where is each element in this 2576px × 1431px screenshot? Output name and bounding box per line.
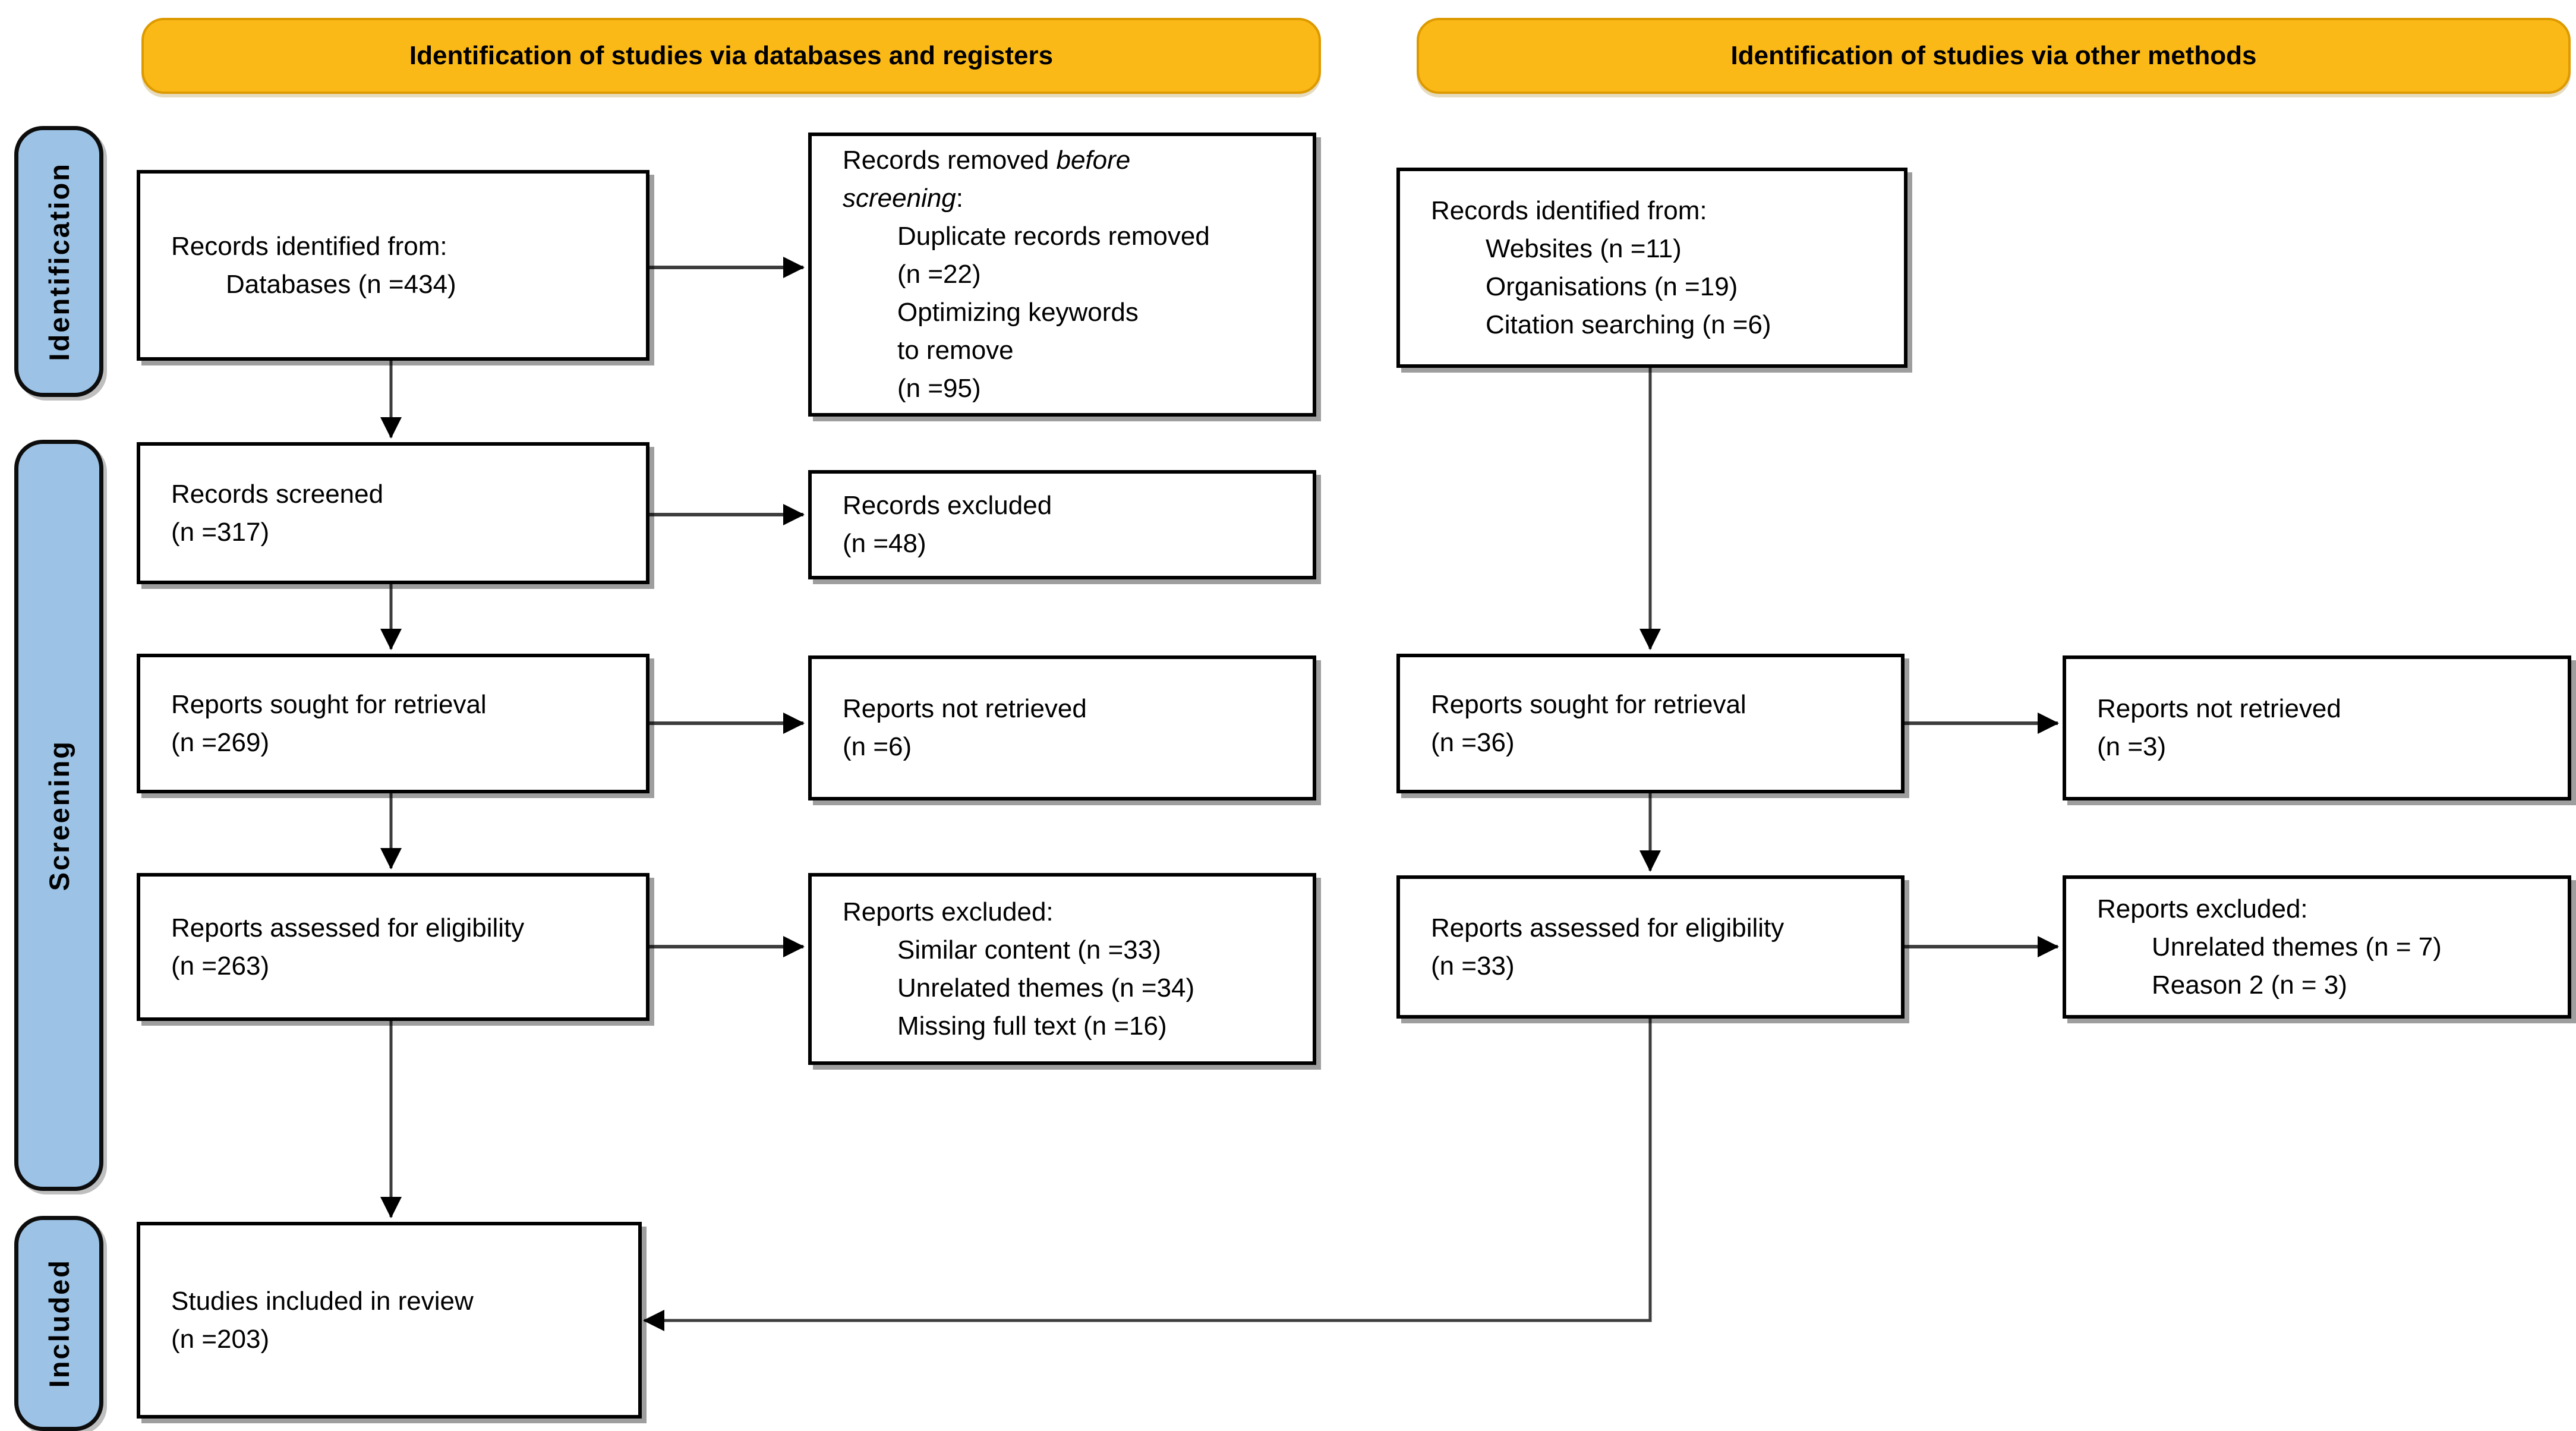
box-records-identified-other: Records identified from: Websites (n =11… — [1396, 168, 1907, 368]
box-reports-excluded-databases: Reports excluded: Similar content (n =33… — [808, 873, 1316, 1065]
box-line: Reports excluded: — [843, 897, 1054, 926]
box-line: Missing full text (n =16) — [897, 1011, 1167, 1041]
text-run-italic: before — [1056, 146, 1131, 175]
stage-identification: Identification — [14, 126, 103, 397]
box-line: Organisations (n =19) — [1486, 272, 1738, 301]
text-run: Records removed — [843, 146, 1057, 175]
box-studies-included: Studies included in review (n =203) — [137, 1222, 642, 1419]
box-lines: Reports not retrieved (n =6) — [843, 690, 1296, 766]
box-line: Reports assessed for eligibility — [171, 913, 525, 943]
box-line: Unrelated themes (n =34) — [897, 973, 1195, 1003]
box-line: (n =22) — [897, 260, 981, 289]
box-line: Reports not retrieved — [2097, 694, 2341, 723]
box-line: to remove — [897, 336, 1014, 365]
box-line: Records identified from: — [171, 231, 447, 261]
text-run: : — [956, 184, 964, 213]
box-lines: Records screened (n =317) — [171, 475, 629, 551]
box-lines: Databases (n =434) — [171, 266, 629, 304]
box-lines: Reports assessed for eligibility (n =263) — [171, 909, 629, 985]
box-reports-sought-other: Reports sought for retrieval (n =36) — [1396, 654, 1905, 793]
box-reports-sought-databases: Reports sought for retrieval (n =269) — [137, 654, 649, 793]
box-line: Studies included in review — [171, 1286, 474, 1316]
box-line: Similar content (n =33) — [897, 935, 1161, 964]
box-line: (n =6) — [843, 732, 912, 761]
header-databases-registers: Identification of studies via databases … — [141, 18, 1321, 94]
box-line: Reports not retrieved — [843, 694, 1087, 723]
box-line: (n =33) — [1431, 951, 1515, 981]
box-lines: Reports assessed for eligibility (n =33) — [1431, 909, 1884, 985]
box-line: (n =317) — [171, 517, 270, 547]
box-lines: Websites (n =11) Organisations (n =19) Cit… — [1431, 230, 1887, 344]
box-line: (n =263) — [171, 951, 270, 981]
box-line: Reports excluded: — [2097, 894, 2308, 923]
box-lines: Reports not retrieved (n =3) — [2097, 690, 2551, 766]
box-lines: Reports sought for retrieval (n =269) — [171, 686, 629, 762]
box-line: (n =95) — [897, 374, 981, 403]
box-lines: Similar content (n =33) Unrelated themes … — [843, 931, 1296, 1045]
box-line: Reason 2 (n = 3) — [2152, 970, 2347, 1000]
box-line: (n =48) — [843, 529, 926, 558]
box-reports-not-retrieved-databases: Reports not retrieved (n =6) — [808, 655, 1316, 800]
box-lines: Unrelated themes (n = 7) Reason 2 (n = 3) — [2097, 928, 2551, 1004]
arrow-other-assessed-to-included — [643, 1019, 1652, 1331]
box-records-excluded: Records excluded (n =48) — [808, 470, 1316, 579]
stage-screening: Screening — [14, 440, 103, 1191]
box-line: Records screened — [171, 479, 384, 509]
box-reports-assessed-databases: Reports assessed for eligibility (n =263) — [137, 873, 649, 1021]
box-line: screening: — [843, 179, 1296, 218]
box-line: Reports assessed for eligibility — [1431, 913, 1784, 943]
box-line: (n =36) — [1431, 727, 1515, 757]
box-line: Records excluded — [843, 491, 1052, 520]
box-lines: Records excluded (n =48) — [843, 487, 1296, 563]
box-records-removed-before-screening: Records removed before screening: Duplic… — [808, 133, 1316, 417]
box-line: Reports sought for retrieval — [1431, 689, 1746, 719]
box-line: Databases (n =434) — [226, 269, 456, 299]
box-line: Optimizing keywords — [897, 298, 1139, 327]
box-line: Records removed before — [843, 141, 1296, 179]
box-line: (n =3) — [2097, 732, 2167, 761]
stage-included: Included — [14, 1216, 103, 1431]
header-label: Identification of studies via databases … — [409, 41, 1054, 70]
box-line: Citation searching (n =6) — [1486, 310, 1771, 339]
box-line: Reports sought for retrieval — [171, 689, 487, 719]
box-line: Records identified from: — [1431, 196, 1707, 225]
box-line: (n =269) — [171, 727, 270, 757]
box-lines: Duplicate records removed (n =22) Optimizi… — [843, 218, 1296, 408]
box-lines: Studies included in review (n =203) — [171, 1282, 622, 1358]
header-other-methods: Identification of studies via other meth… — [1417, 18, 2571, 94]
box-reports-excluded-other: Reports excluded: Unrelated themes (n = … — [2063, 875, 2571, 1019]
text-run-italic: screening — [843, 184, 956, 213]
box-lines: Reports sought for retrieval (n =36) — [1431, 686, 1884, 762]
box-records-screened: Records screened (n =317) — [137, 442, 649, 584]
header-label: Identification of studies via other meth… — [1730, 41, 2257, 70]
box-reports-assessed-other: Reports assessed for eligibility (n =33) — [1396, 875, 1905, 1019]
box-reports-not-retrieved-other: Reports not retrieved (n =3) — [2063, 655, 2571, 800]
box-line: Duplicate records removed — [897, 222, 1210, 251]
box-records-identified-databases: Records identified from: Databases (n =4… — [137, 170, 649, 361]
box-line: (n =203) — [171, 1324, 270, 1354]
box-line: Websites (n =11) — [1486, 234, 1682, 263]
box-line: Unrelated themes (n = 7) — [2152, 932, 2442, 962]
